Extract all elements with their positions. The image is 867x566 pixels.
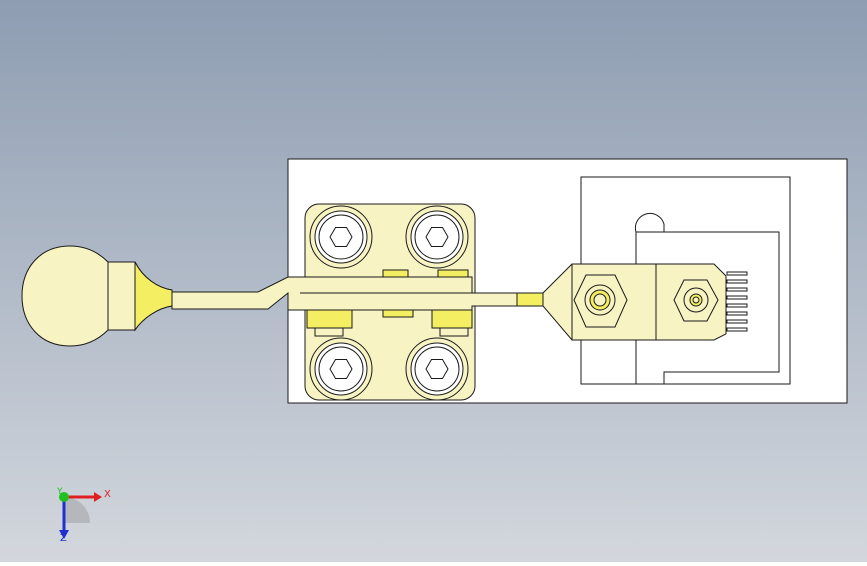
socket-head-bolt[interactable] bbox=[309, 205, 373, 269]
handle-grip[interactable] bbox=[21, 245, 173, 347]
x-axis-head bbox=[94, 492, 102, 502]
z-axis-label: Z bbox=[60, 533, 67, 544]
orientation-triad[interactable]: X Y Z bbox=[56, 487, 111, 544]
socket-head-bolt[interactable] bbox=[405, 337, 469, 401]
socket-head-bolt[interactable] bbox=[405, 205, 469, 269]
z-axis-head bbox=[59, 530, 69, 539]
y-axis-label: Y bbox=[56, 487, 63, 497]
spindle-tip[interactable] bbox=[673, 279, 719, 322]
x-axis-label: X bbox=[104, 489, 111, 500]
handle-bar[interactable] bbox=[171, 276, 544, 311]
socket-head-bolt[interactable] bbox=[309, 337, 373, 401]
triad-plane bbox=[64, 497, 90, 523]
y-axis-dot bbox=[59, 492, 69, 502]
threaded-pins bbox=[726, 271, 748, 332]
spindle-nut[interactable] bbox=[573, 274, 628, 328]
